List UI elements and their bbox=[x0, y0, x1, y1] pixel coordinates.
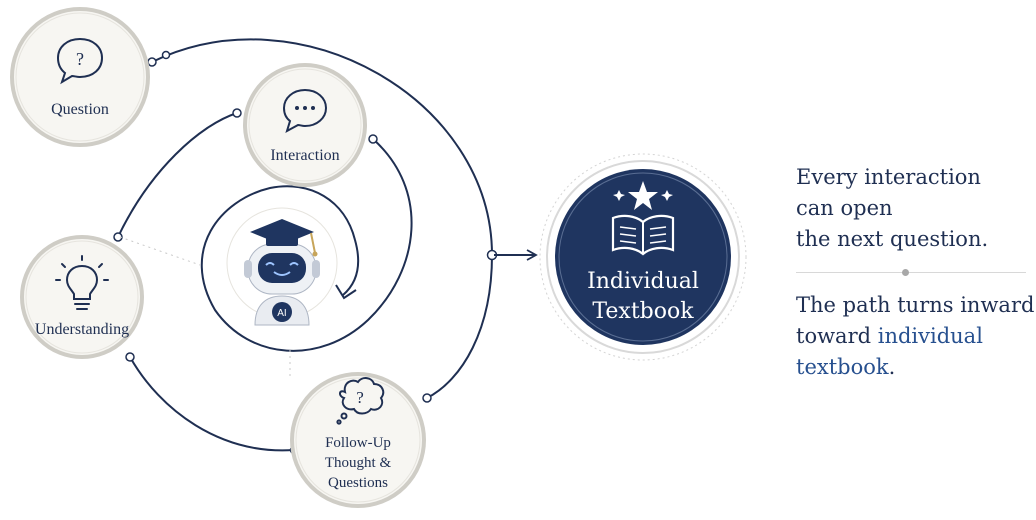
node-followup-label-line3: Questions bbox=[328, 475, 388, 491]
caption-bottom-line1: The path turns inward bbox=[796, 293, 1035, 317]
ai-badge-text: AI bbox=[277, 308, 286, 319]
thought-bubble-question-icon: ? bbox=[336, 377, 385, 425]
node-interaction: Interaction bbox=[243, 63, 367, 187]
path-question-to-outer-loop bbox=[151, 38, 494, 399]
svg-text:?: ? bbox=[76, 49, 84, 69]
caption-divider-dot bbox=[902, 269, 909, 276]
node-understanding: Understanding bbox=[20, 235, 144, 359]
robot-graduate-icon: AI bbox=[244, 219, 320, 326]
textbook-label-line2: Textbook bbox=[592, 299, 694, 324]
caption-top: Every interaction can open the next ques… bbox=[796, 162, 1026, 255]
caption-divider bbox=[796, 272, 1026, 273]
caption-top-line3: the next question. bbox=[796, 227, 989, 251]
connector-dots bbox=[113, 50, 498, 455]
svg-text:?: ? bbox=[356, 388, 364, 407]
caption-accent-word2: textbook bbox=[796, 355, 889, 379]
caption-bottom-line2-text: toward bbox=[796, 324, 878, 348]
caption-bottom: The path turns inward toward individual … bbox=[796, 290, 1036, 383]
path-interaction-to-center bbox=[200, 138, 413, 352]
caption-bottom-end: . bbox=[888, 355, 896, 379]
path-followup-to-understanding bbox=[129, 356, 295, 452]
node-question: ? Question bbox=[10, 7, 150, 147]
node-center-ai: AI bbox=[226, 207, 338, 326]
node-followup: ? Follow-Up Thought & Questions bbox=[290, 372, 426, 508]
cycle-paths bbox=[117, 38, 494, 452]
speech-bubble-question-icon: ? bbox=[56, 37, 104, 85]
node-understanding-label: Understanding bbox=[35, 321, 129, 338]
caption-top-line2: can open bbox=[796, 196, 893, 220]
open-book-star-icon bbox=[611, 181, 675, 256]
dotted-guides bbox=[119, 236, 291, 380]
caption-bottom-line2: toward individual bbox=[796, 321, 1036, 352]
speech-bubble-dots-icon bbox=[282, 88, 328, 134]
caption-top-line1: Every interaction bbox=[796, 165, 981, 189]
spiral-arrowhead-icon bbox=[335, 284, 357, 300]
node-textbook: Individual Textbook bbox=[539, 153, 747, 361]
path-understanding-to-interaction bbox=[117, 112, 238, 238]
lightbulb-icon bbox=[55, 255, 109, 310]
node-followup-label-line1: Follow-Up bbox=[325, 435, 391, 451]
node-question-label: Question bbox=[51, 101, 109, 118]
caption-accent-word1: individual bbox=[877, 324, 983, 348]
node-interaction-label: Interaction bbox=[270, 147, 339, 164]
node-followup-label-line2: Thought & bbox=[325, 455, 392, 471]
textbook-label-line1: Individual bbox=[587, 269, 699, 294]
caption-bottom-line3: textbook. bbox=[796, 352, 1036, 383]
